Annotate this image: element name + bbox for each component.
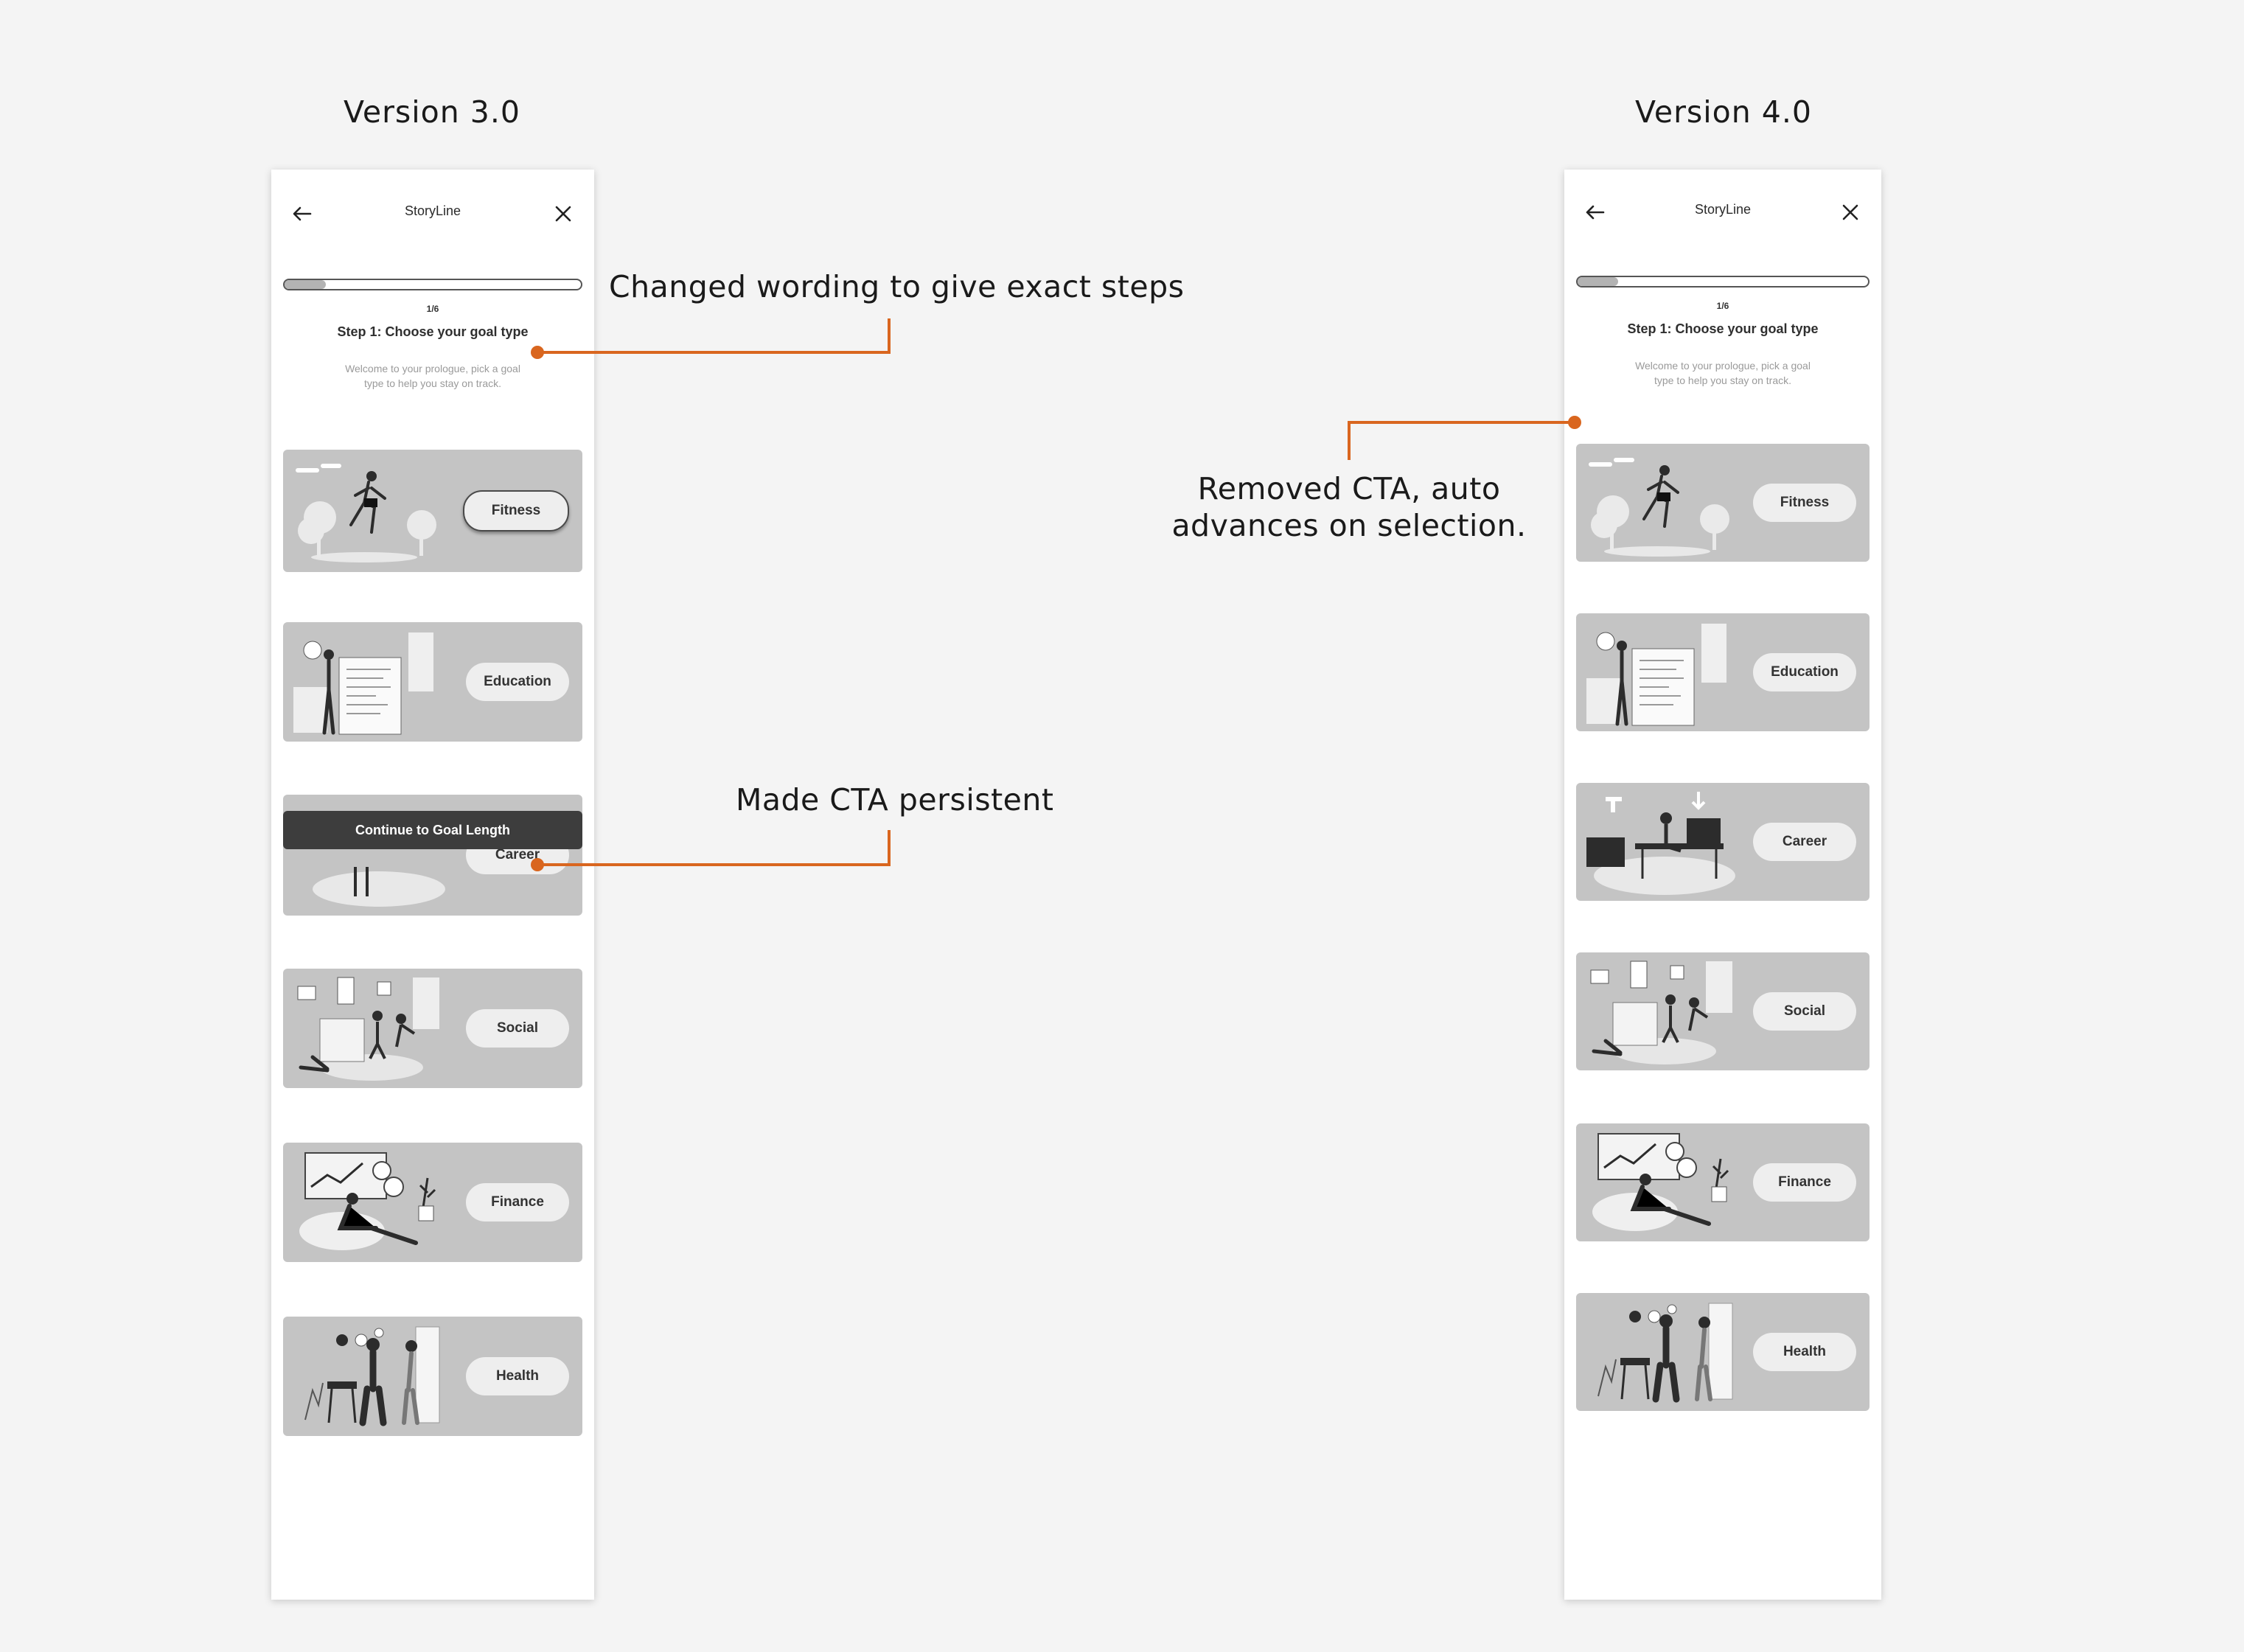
app-header: StoryLine <box>1564 196 1881 226</box>
health-illustration <box>304 1326 440 1426</box>
annotation-line: advances on selection. <box>1171 508 1527 543</box>
goal-pill[interactable]: Health <box>1753 1333 1856 1371</box>
step-title: Step 1: Choose your goal type <box>337 324 529 339</box>
annotation-cta-removed: Removed CTA, auto advances on selection. <box>1128 470 1570 544</box>
continue-cta-button[interactable]: Continue to Goal Length <box>283 811 582 849</box>
step-count: 1/6 <box>1716 301 1729 311</box>
step-title: Step 1: Choose your goal type <box>1627 321 1819 336</box>
goal-pill[interactable]: Health <box>466 1357 569 1395</box>
connector-cta-persistent <box>537 830 891 866</box>
step-count: 1/6 <box>426 304 439 314</box>
goal-pill[interactable]: Education <box>466 663 569 701</box>
connector-dot <box>531 346 544 359</box>
goal-pill[interactable]: Fitness <box>1753 484 1856 522</box>
close-button[interactable] <box>1837 199 1864 226</box>
app-title: StoryLine <box>1694 202 1752 217</box>
goal-card-social[interactable]: Social <box>283 969 582 1088</box>
education-illustration <box>293 632 433 735</box>
progress-fill <box>1578 277 1619 286</box>
goal-pill[interactable]: Social <box>1753 992 1856 1031</box>
app-title: StoryLine <box>404 203 461 218</box>
goal-pill[interactable]: Finance <box>1753 1163 1856 1202</box>
social-illustration <box>1590 961 1732 1064</box>
goal-card-finance[interactable]: Finance <box>283 1143 582 1262</box>
goal-pill[interactable]: Education <box>1753 653 1856 691</box>
finance-illustration <box>299 1152 436 1250</box>
goal-card-fitness[interactable]: Fitness <box>283 450 582 572</box>
progress-bar <box>283 279 582 290</box>
step-subtitle: Welcome to your prologue, pick a goal ty… <box>1635 360 1811 386</box>
goal-card-social[interactable]: Social <box>1576 952 1870 1070</box>
app-header: StoryLine <box>271 198 594 227</box>
fitness-illustration <box>296 464 436 562</box>
goal-card-finance[interactable]: Finance <box>1576 1123 1870 1241</box>
goal-card-health[interactable]: Health <box>1576 1293 1870 1411</box>
goal-card-health[interactable]: Health <box>283 1317 582 1436</box>
connector-wording <box>537 318 891 354</box>
social-illustration <box>297 977 439 1081</box>
arrow-left-icon <box>1586 205 1605 220</box>
back-button[interactable] <box>1582 199 1609 226</box>
goal-pill[interactable]: Fitness <box>463 490 569 532</box>
goal-pill[interactable]: Social <box>466 1009 569 1048</box>
close-icon <box>555 206 571 222</box>
annotation-cta-persistent: Made CTA persistent <box>736 782 1054 818</box>
health-illustration <box>1597 1303 1733 1403</box>
close-icon <box>1842 204 1858 220</box>
career-illustration <box>313 867 445 907</box>
annotation-wording: Changed wording to give exact steps <box>609 269 1185 304</box>
fitness-illustration <box>1589 458 1729 557</box>
version-4-heading: Version 4.0 <box>1634 94 1812 130</box>
annotation-line: Removed CTA, auto <box>1197 471 1501 506</box>
progress-bar <box>1576 276 1870 287</box>
version-3-heading: Version 3.0 <box>343 94 520 130</box>
education-illustration <box>1586 624 1726 726</box>
goal-pill[interactable]: Finance <box>466 1183 569 1221</box>
arrow-left-icon <box>293 206 312 221</box>
back-button[interactable] <box>289 201 316 227</box>
phone-v4: StoryLine 1/6 Step 1: Choose your goal t… <box>1564 170 1881 1600</box>
progress-fill <box>285 280 327 289</box>
goal-pill[interactable]: Career <box>1753 823 1856 861</box>
phone-v3: StoryLine 1/6 Step 1: Choose your goal t… <box>271 170 594 1600</box>
finance-illustration <box>1592 1133 1729 1231</box>
career-illustration <box>1586 792 1735 895</box>
goal-card-career[interactable]: Career <box>1576 783 1870 901</box>
goal-card-education[interactable]: Education <box>283 622 582 742</box>
goal-card-education[interactable]: Education <box>1576 613 1870 731</box>
connector-dot <box>531 858 544 871</box>
connector-dot <box>1568 416 1581 429</box>
goal-card-fitness[interactable]: Fitness <box>1576 444 1870 562</box>
close-button[interactable] <box>550 201 576 227</box>
connector-cta-removed <box>1348 421 1575 460</box>
step-subtitle: Welcome to your prologue, pick a goal ty… <box>345 363 520 389</box>
